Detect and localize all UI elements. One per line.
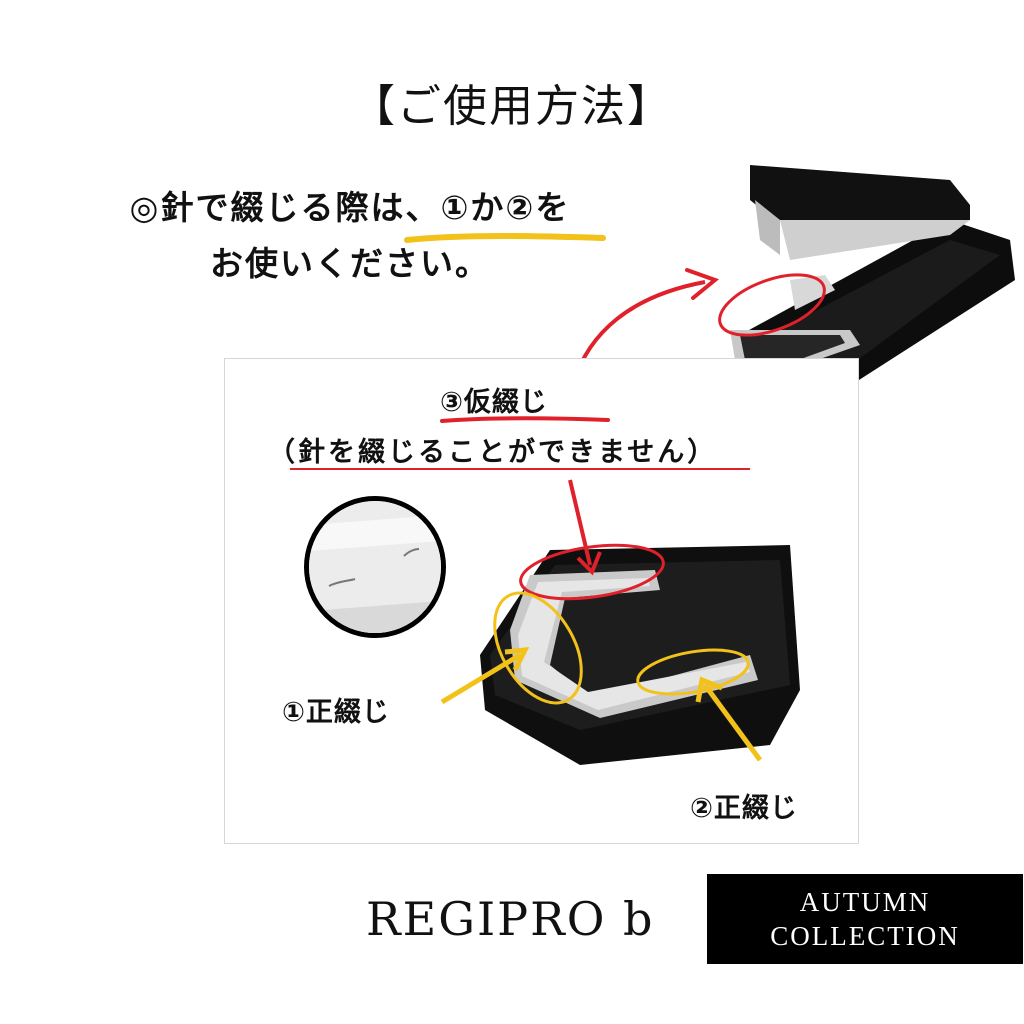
note-underline <box>290 468 750 470</box>
yellow-underline <box>404 233 606 243</box>
brand-name: REGIPRO b <box>366 892 655 946</box>
normal-binding-2-label: ②正綴じ <box>690 793 798 824</box>
temporary-binding-label: ③仮綴じ <box>440 387 548 418</box>
page-title: 【ご使用方法】 <box>351 81 673 132</box>
collection-line-1: AUTUMN <box>799 887 931 917</box>
temporary-binding-note: （針を綴じることができません） <box>268 437 718 468</box>
staple-closeup-image <box>304 496 446 638</box>
instruction-line-2: お使いください。 <box>210 244 490 283</box>
instruction-line-1: ◎針で綴じる際は、①か②を <box>129 188 571 227</box>
stapler-base-image <box>440 479 800 765</box>
red-underline <box>440 416 610 423</box>
normal-binding-1-label: ①正綴じ <box>282 697 390 728</box>
collection-badge: AUTUMN COLLECTION <box>707 874 1023 964</box>
collection-line-2: COLLECTION <box>770 921 960 951</box>
instruction-text: ◎針で綴じる際は、①か②を お使いください。 <box>70 180 630 292</box>
